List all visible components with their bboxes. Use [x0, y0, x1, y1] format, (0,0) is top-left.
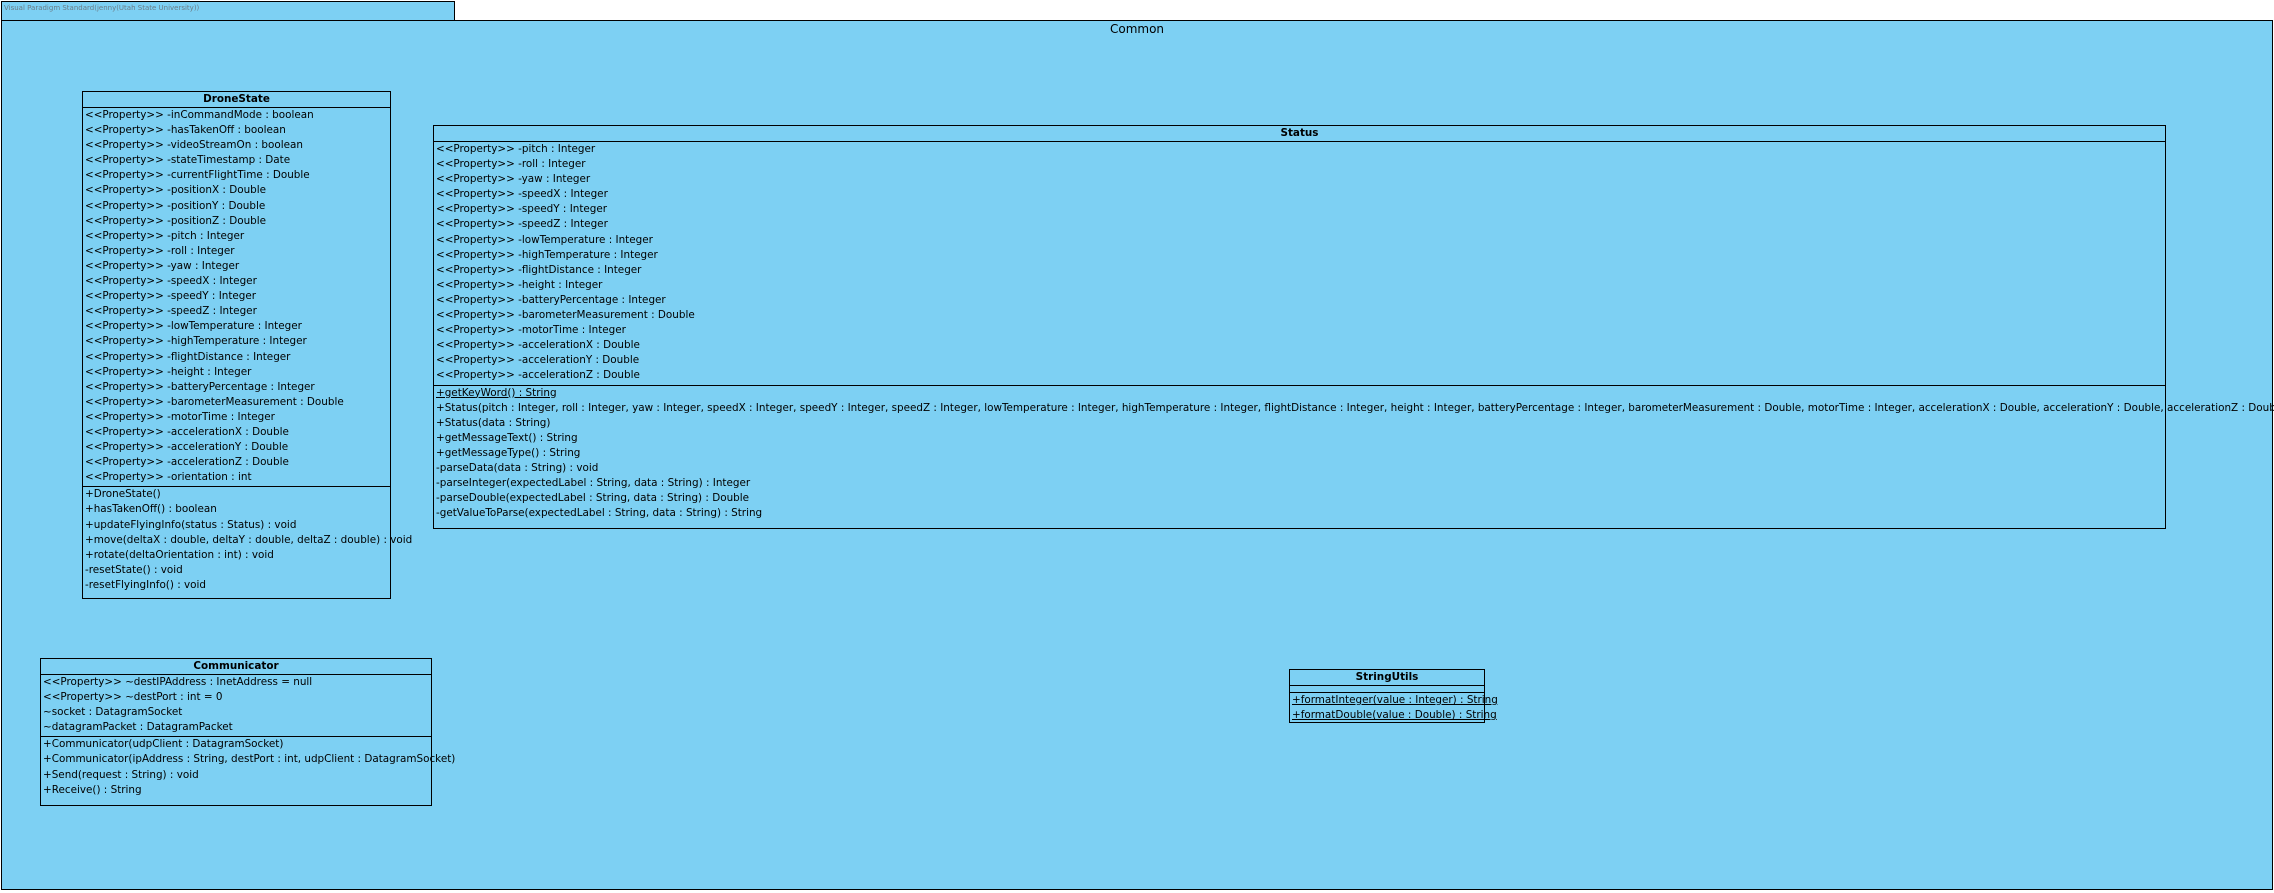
attribute-row: <<Property>> ~destIPAddress : InetAddres…: [43, 676, 313, 688]
package-tab-label: Visual Paradigm Standard(jenny(Utah Stat…: [4, 4, 200, 12]
attribute-row: <<Property>> -accelerationZ : Double: [436, 369, 640, 382]
attributes-compartment: <<Property>> ~destIPAddress : InetAddres…: [41, 675, 431, 736]
attribute-row: <<Property>> -yaw : Integer: [85, 259, 240, 272]
attribute-row: <<Property>> -highTemperature : Integer: [85, 335, 307, 348]
attribute-row: <<Property>> -inCommandMode : boolean: [85, 109, 314, 121]
attribute-row: <<Property>> -speedX : Integer: [85, 275, 257, 288]
attribute-row: <<Property>> -batteryPercentage : Intege…: [85, 380, 315, 393]
operation-row: +move(deltaX : double, deltaY : double, …: [85, 533, 413, 546]
attribute-row: <<Property>> -speedY : Integer: [85, 290, 257, 303]
operation-row: +getKeyWord() : String: [436, 386, 557, 399]
class-name: Communicator: [41, 659, 431, 675]
operations-compartment: +formatInteger(value : Integer) : String…: [1290, 692, 1498, 724]
attribute-row: <<Property>> -batteryPercentage : Intege…: [436, 293, 666, 306]
operations-compartment: +getKeyWord() : String +Status(pitch : In…: [434, 384, 2274, 523]
class-communicator[interactable]: Communicator <<Property>> ~destIPAddress…: [40, 658, 456, 806]
attribute-row: <<Property>> -motorTime : Integer: [436, 324, 626, 337]
attribute-row: <<Property>> -roll : Integer: [85, 244, 235, 257]
attribute-row: <<Property>> -barometerMeasurement : Dou…: [85, 395, 344, 408]
operation-row: -resetState() : void: [85, 563, 183, 576]
attribute-row: <<Property>> -speedY : Integer: [436, 203, 608, 216]
operation-row: +getMessageText() : String: [436, 431, 578, 444]
attribute-row: <<Property>> -positionZ : Double: [85, 214, 267, 227]
attribute-row: <<Property>> -pitch : Integer: [85, 229, 245, 242]
attribute-row: <<Property>> -stateTimestamp : Date: [85, 154, 291, 167]
attribute-row: <<Property>> -accelerationX : Double: [436, 339, 640, 352]
attribute-row: <<Property>> -accelerationZ : Double: [85, 456, 289, 469]
package-tab[interactable]: Visual Paradigm Standard(jenny(Utah Stat…: [1, 1, 455, 21]
operation-row: +hasTakenOff() : boolean: [85, 503, 217, 516]
attribute-row: <<Property>> -videoStreamOn : boolean: [85, 139, 303, 152]
class-dronestate[interactable]: DroneState <<Property>> -inCommandMode :…: [82, 91, 413, 599]
attribute-row: <<Property>> -lowTemperature : Integer: [85, 320, 302, 333]
package-name: Common: [1109, 22, 1165, 36]
class-name: Status: [434, 126, 2165, 142]
attribute-row: <<Property>> -motorTime : Integer: [85, 410, 275, 423]
class-name: StringUtils: [1290, 670, 1484, 686]
attribute-row: <<Property>> -currentFlightTime : Double: [85, 169, 310, 182]
attribute-row: <<Property>> -barometerMeasurement : Dou…: [436, 309, 695, 322]
operation-row: -parseData(data : String) : void: [436, 461, 599, 474]
operations-compartment: +Communicator(udpClient : DatagramSocket…: [41, 736, 456, 798]
operation-row: +Status(data : String): [436, 416, 551, 429]
operation-row: +Status(pitch : Integer, roll : Integer,…: [436, 401, 2274, 414]
attribute-row: ~socket : DatagramSocket: [43, 706, 183, 719]
attribute-row: <<Property>> -hasTakenOff : boolean: [85, 124, 286, 137]
operation-row: -parseInteger(expectedLabel : String, da…: [436, 477, 751, 490]
attribute-row: <<Property>> -pitch : Integer: [436, 143, 596, 155]
operation-row: -parseDouble(expectedLabel : String, dat…: [436, 492, 750, 505]
operations-compartment: +DroneState() +hasTakenOff() : boolean +up…: [83, 486, 413, 594]
attributes-compartment: <<Property>> -inCommandMode : boolean <<P…: [83, 108, 390, 486]
class-stringutils[interactable]: StringUtils +formatInteger(value : Integ…: [1289, 669, 1498, 724]
attribute-row: <<Property>> -positionX : Double: [85, 184, 267, 197]
attribute-row: ~datagramPacket : DatagramPacket: [43, 721, 233, 734]
attribute-row: <<Property>> -accelerationY : Double: [85, 441, 289, 454]
attribute-row: <<Property>> -roll : Integer: [436, 158, 586, 171]
operation-row: +getMessageType() : String: [436, 446, 581, 459]
attribute-row: <<Property>> -accelerationY : Double: [436, 354, 640, 367]
operation-row: +Communicator(ipAddress : String, destPo…: [43, 753, 456, 766]
attribute-row: <<Property>> -orientation : int: [85, 471, 252, 484]
attribute-row: <<Property>> -flightDistance : Integer: [436, 263, 642, 276]
operation-row: +formatDouble(value : Double) : String: [1292, 709, 1497, 722]
operation-row: +Send(request : String) : void: [43, 768, 199, 781]
attribute-row: <<Property>> -flightDistance : Integer: [85, 350, 291, 363]
attribute-row: <<Property>> -speedZ : Integer: [85, 305, 257, 318]
operation-row: -getValueToParse(expectedLabel : String,…: [436, 507, 763, 520]
attributes-compartment: <<Property>> -pitch : Integer <<Property>…: [434, 142, 2165, 385]
attribute-row: <<Property>> -yaw : Integer: [436, 173, 591, 186]
operation-row: +DroneState(): [85, 488, 161, 501]
operation-row: +rotate(deltaOrientation : int) : void: [85, 548, 274, 561]
operation-row: +formatInteger(value : Integer) : String: [1292, 694, 1498, 706]
class-status[interactable]: Status <<Property>> -pitch : Integer<<Pr…: [433, 125, 2274, 529]
attribute-row: <<Property>> -height : Integer: [85, 365, 252, 378]
attribute-row: <<Property>> -speedX : Integer: [436, 188, 608, 201]
attribute-row: <<Property>> -lowTemperature : Integer: [436, 233, 653, 246]
attribute-row: <<Property>> -height : Integer: [436, 278, 603, 291]
operation-row: -resetFlyingInfo() : void: [85, 578, 207, 591]
attribute-row: <<Property>> -highTemperature : Integer: [436, 248, 658, 261]
class-name: DroneState: [83, 92, 390, 108]
attribute-row: <<Property>> -positionY : Double: [85, 199, 266, 212]
operation-row: +Receive() : String: [43, 783, 142, 796]
operation-row: +updateFlyingInfo(status : Status) : voi…: [85, 518, 297, 531]
operation-row: +Communicator(udpClient : DatagramSocket…: [43, 738, 284, 751]
attribute-row: <<Property>> ~destPort : int = 0: [43, 691, 223, 704]
attribute-row: <<Property>> -accelerationX : Double: [85, 425, 289, 438]
attribute-row: <<Property>> -speedZ : Integer: [436, 218, 608, 231]
